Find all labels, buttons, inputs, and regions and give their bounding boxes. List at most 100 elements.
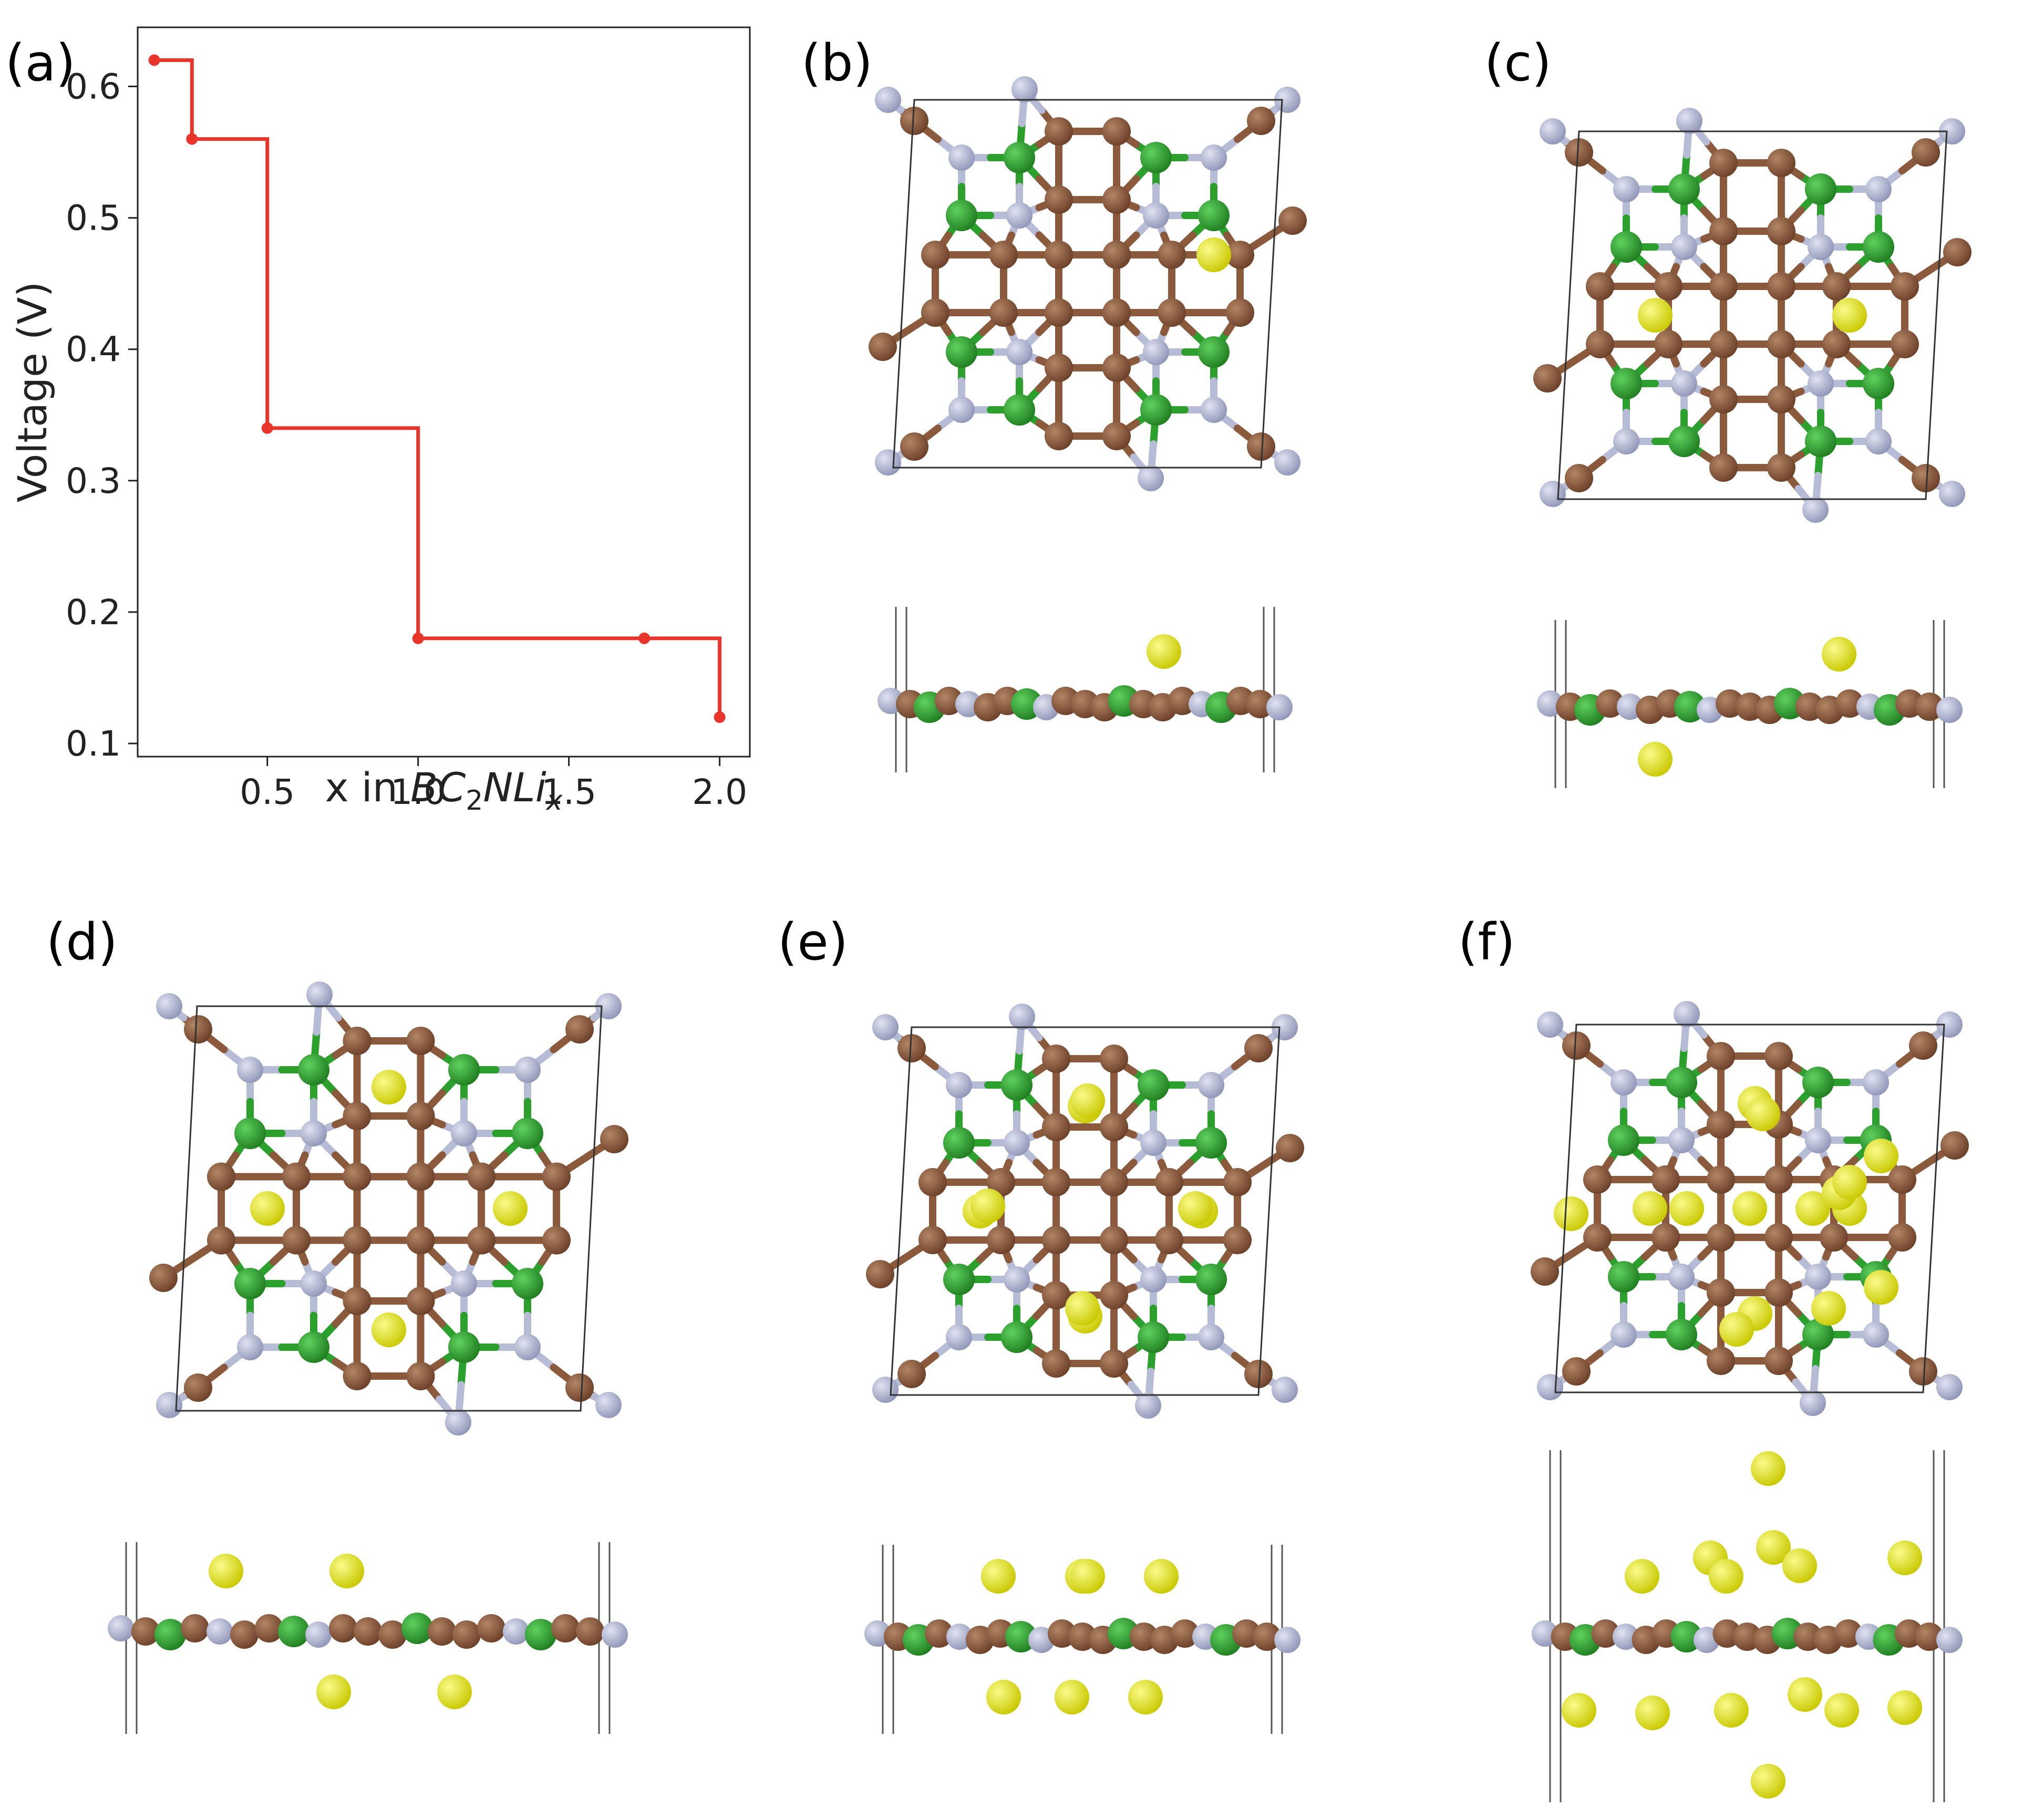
carbon-atom [987,1226,1015,1254]
lithium-atom [1625,1559,1659,1594]
lithium-atom [1128,1680,1163,1714]
carbon-atom [918,1168,947,1196]
carbon-atom [1767,149,1795,177]
nitrogen-atom [1201,144,1227,171]
carbon-atom [1709,149,1738,177]
nitrogen-atom [1936,1011,1963,1038]
carbon-atom [1244,1360,1273,1388]
side-view [1532,1450,1963,1802]
carbon-atom [1707,1110,1735,1139]
lithium-atom [1562,1693,1596,1728]
boron-atom [448,1054,480,1086]
nitrogen-atom [1800,1390,1826,1416]
carbon-atom [1045,298,1073,327]
nitrogen-atom [1143,339,1169,365]
carbon-atom [565,1373,594,1402]
boron-atom [1608,1261,1639,1293]
carbon-atom [1045,185,1073,214]
carbon-atom [452,1620,481,1649]
carbon-atom [1100,1349,1128,1378]
boron-atom [1805,173,1836,205]
nitrogen-atom [1135,1392,1161,1419]
y-tick-label: 0.3 [66,461,121,501]
carbon-atom [428,1617,456,1646]
side-view [864,1545,1300,1734]
panel-label-f: (f) [1458,913,1515,972]
carbon-atom [343,1162,371,1191]
boron-atom [448,1331,480,1363]
nitrogen-atom [1006,339,1033,365]
carbon-atom [1764,1347,1793,1375]
carbon-atom [406,1162,435,1191]
boron-atom [1611,231,1642,263]
nitrogen-atom [1274,449,1300,476]
lithium-atom [986,1680,1021,1714]
x-tick-label: 1.0 [390,772,446,812]
carbon-atom [1915,1623,1944,1651]
carbon-atom [1767,453,1795,482]
boron-atom [1611,368,1642,399]
carbon-atom [255,1614,283,1642]
lithium-atom [250,1191,285,1226]
lithium-atom [1751,1764,1785,1799]
carbon-atom [1562,1031,1591,1060]
carbon-atom [1707,1042,1735,1070]
boron-atom [943,1264,975,1295]
nitrogen-atom [1540,481,1566,507]
nitrogen-atom [1939,481,1965,507]
nitrogen-atom [1011,76,1038,102]
lithium-atom [1055,1680,1089,1714]
lithium-atom [1669,1191,1704,1226]
y-tick-label: 0.5 [66,198,121,239]
carbon-atom [149,1264,178,1292]
carbon-atom [1651,1223,1680,1252]
lithium-atom [1065,1291,1100,1326]
boron-atom [1004,142,1035,173]
nitrogen-atom [1143,202,1169,229]
nitrogen-atom [1004,1130,1030,1156]
top-view [866,1004,1304,1419]
lithium-atom [1887,1690,1922,1725]
boron-atom [1140,394,1172,426]
carbon-atom [1042,1226,1070,1254]
carbon-atom [1767,272,1795,301]
lithium-atom [1709,1559,1743,1594]
boron-atom [298,1054,329,1086]
top-view [1531,1001,1969,1416]
carbon-atom [900,432,928,461]
nitrogen-atom [595,1392,622,1418]
carbon-atom [1654,272,1682,301]
carbon-atom [1042,1113,1070,1141]
carbon-atom [282,1162,311,1191]
carbon-atom [1940,1131,1969,1160]
carbon-atom [406,1362,435,1390]
nitrogen-atom [1865,176,1892,202]
nitrogen-atom [1936,1374,1963,1400]
carbon-atom [918,1226,947,1254]
nitrogen-atom [948,397,975,423]
carbon-atom [1943,238,1971,266]
carbon-atom [900,107,928,135]
data-point [148,54,160,66]
carbon-atom [989,241,1018,269]
carbon-atom [1822,272,1851,301]
nitrogen-atom [451,1120,477,1146]
plot-frame [137,26,751,758]
carbon-atom [1531,1257,1559,1286]
carbon-atom [477,1614,505,1642]
nitrogen-atom [306,982,333,1008]
lithium-atom [1714,1693,1749,1728]
carbon-atom [1591,1619,1620,1648]
carbon-atom [1891,272,1919,301]
lithium-atom [1824,1693,1859,1728]
nitrogen-atom [1671,370,1697,397]
carbon-atom [1891,330,1919,358]
lithium-atom [1832,1165,1867,1200]
nitrogen-atom [301,1270,327,1297]
boron-atom [1666,1319,1697,1350]
carbon-atom [1709,330,1738,358]
carbon-atom [1586,272,1614,301]
lithium-atom [1070,1083,1105,1118]
carbon-atom [1888,1223,1916,1252]
